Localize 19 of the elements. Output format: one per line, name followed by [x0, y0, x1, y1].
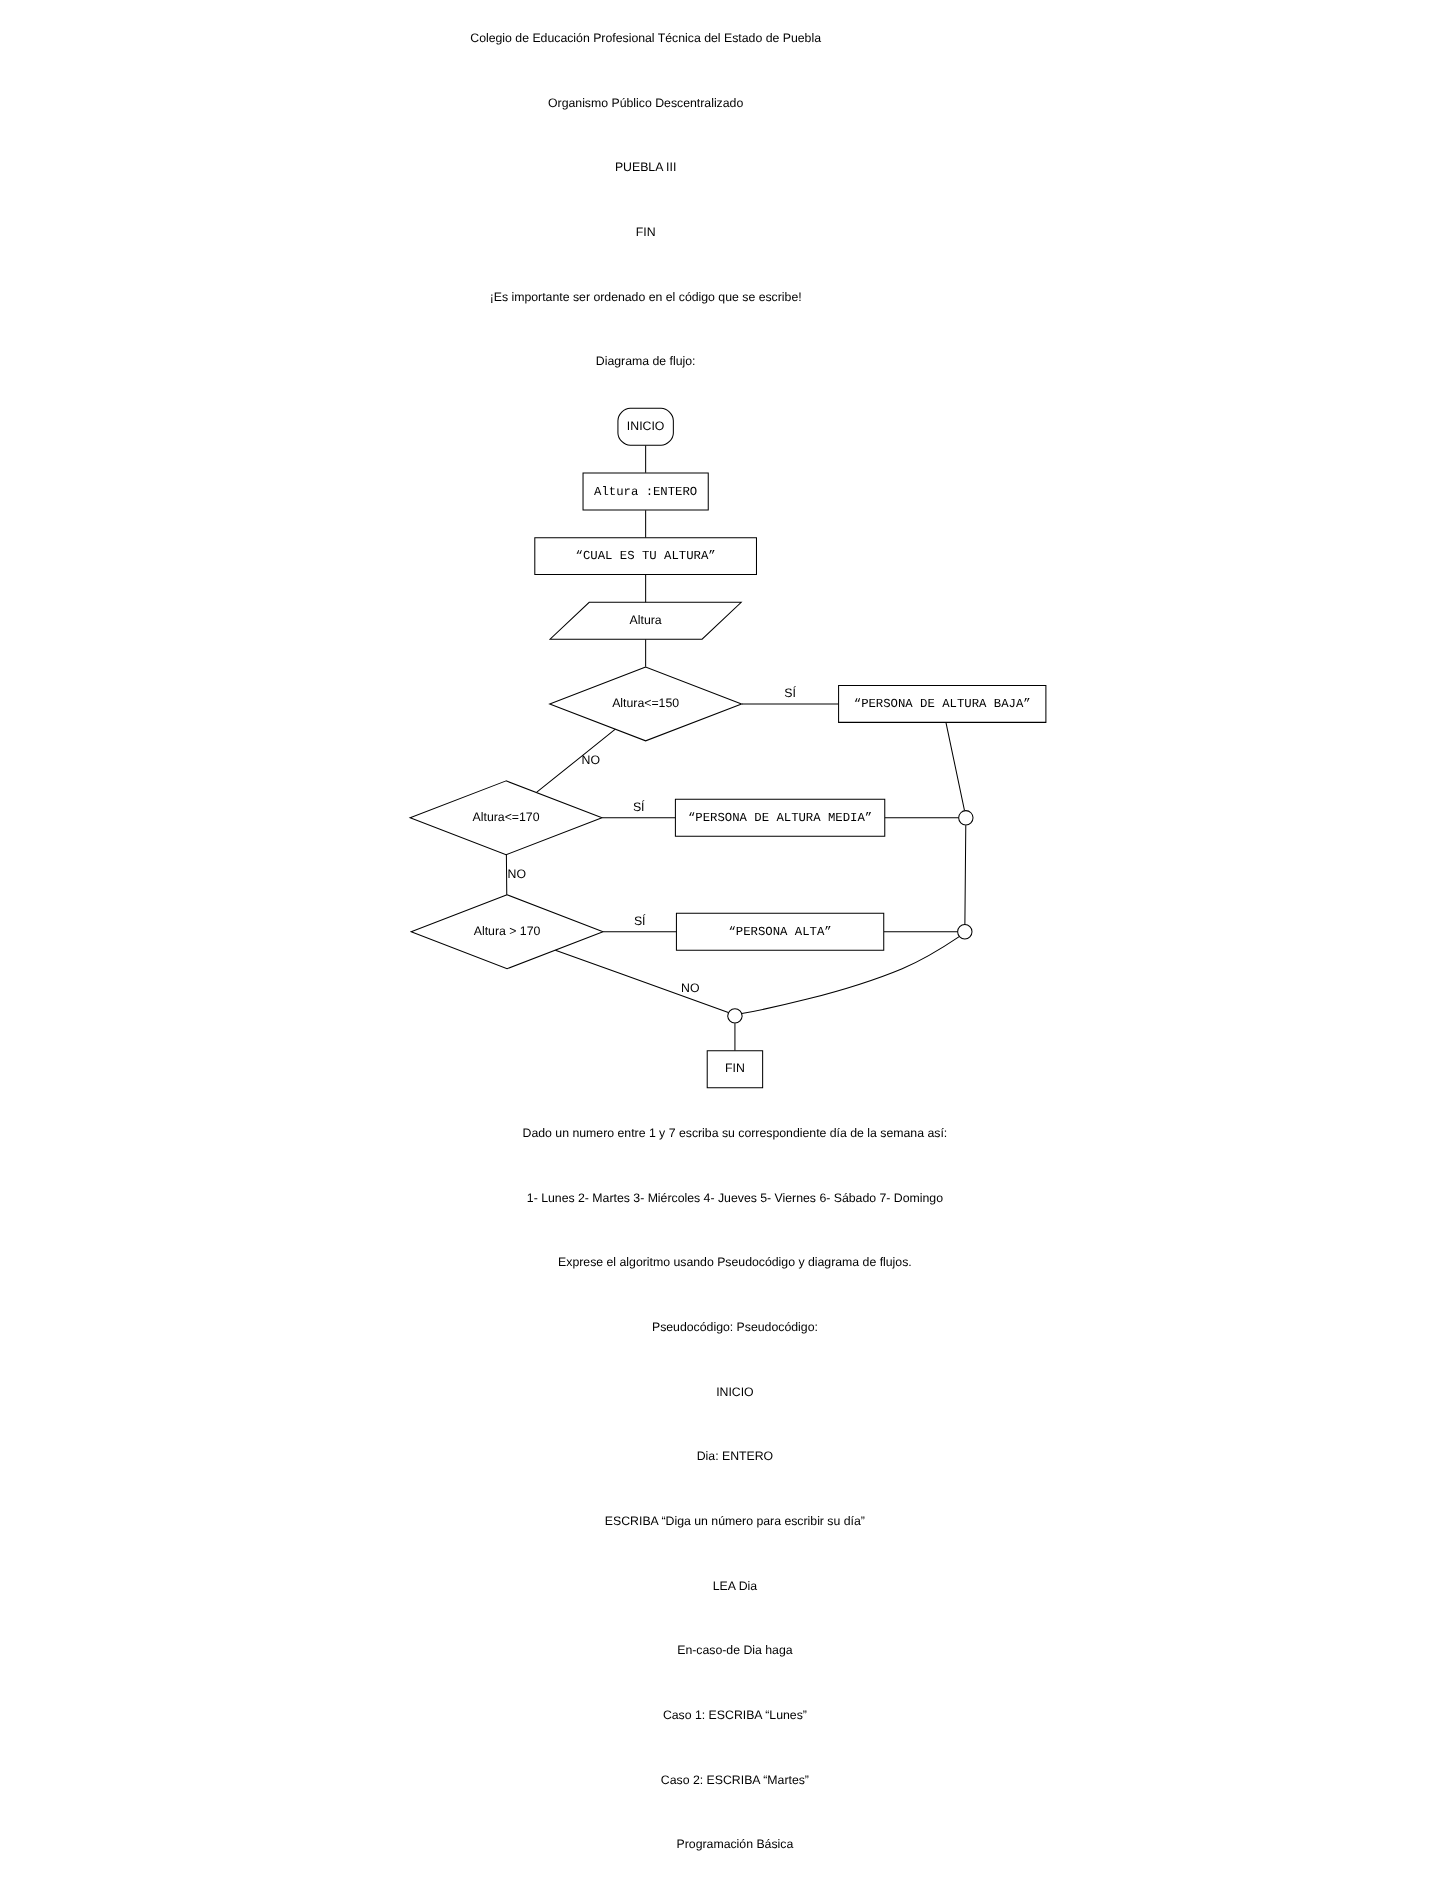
connector [964, 824, 967, 925]
connector [741, 936, 960, 1015]
connector [945, 721, 965, 811]
node-circle [727, 1008, 743, 1024]
connector [884, 817, 960, 819]
node-circle [957, 924, 973, 940]
connector [734, 1022, 736, 1051]
connector [645, 445, 647, 474]
connector [883, 931, 959, 933]
connector [601, 817, 676, 819]
connector [554, 949, 729, 1013]
connector [741, 703, 839, 705]
connector [602, 931, 677, 933]
node-circle [958, 810, 974, 826]
connector [536, 728, 616, 793]
connector [645, 638, 647, 668]
connector [645, 509, 647, 538]
connector [505, 854, 508, 896]
connector [645, 574, 647, 603]
